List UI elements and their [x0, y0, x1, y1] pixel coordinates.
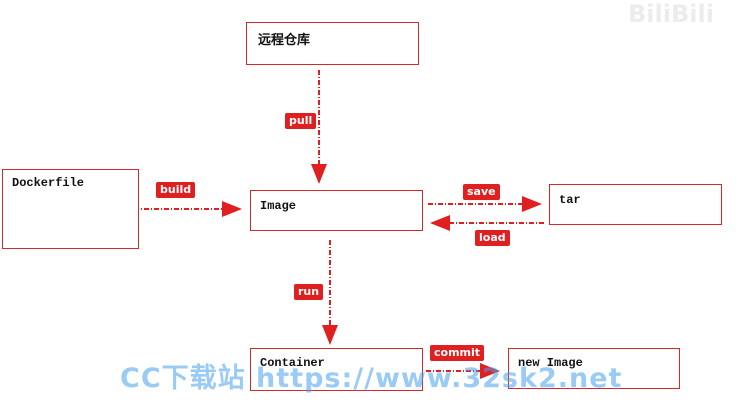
new-image-label: new Image [518, 356, 583, 370]
pull-edge-label: pull [285, 113, 317, 129]
remote-repo-node: 远程仓库 [246, 22, 419, 65]
corner-logo-watermark: BiliBili [628, 0, 714, 28]
image-label: Image [260, 199, 297, 213]
save-edge-label: save [463, 184, 500, 200]
tar-label: tar [559, 193, 581, 207]
commit-edge-label: commit [430, 345, 485, 361]
container-node: Container [250, 348, 423, 391]
build-edge-label: build [156, 182, 196, 198]
site-watermark: CC下载站 https://www.32sk2.net [120, 363, 623, 394]
remote-repo-label: 远程仓库 [258, 33, 311, 48]
load-edge-label: load [475, 230, 510, 246]
container-label: Container [260, 356, 325, 370]
run-edge-label: run [294, 284, 324, 300]
dockerfile-node: Dockerfile [2, 169, 139, 249]
new-image-node: new Image [508, 348, 680, 389]
image-node: Image [250, 190, 423, 231]
tar-node: tar [549, 184, 722, 225]
dockerfile-label: Dockerfile [12, 176, 85, 190]
